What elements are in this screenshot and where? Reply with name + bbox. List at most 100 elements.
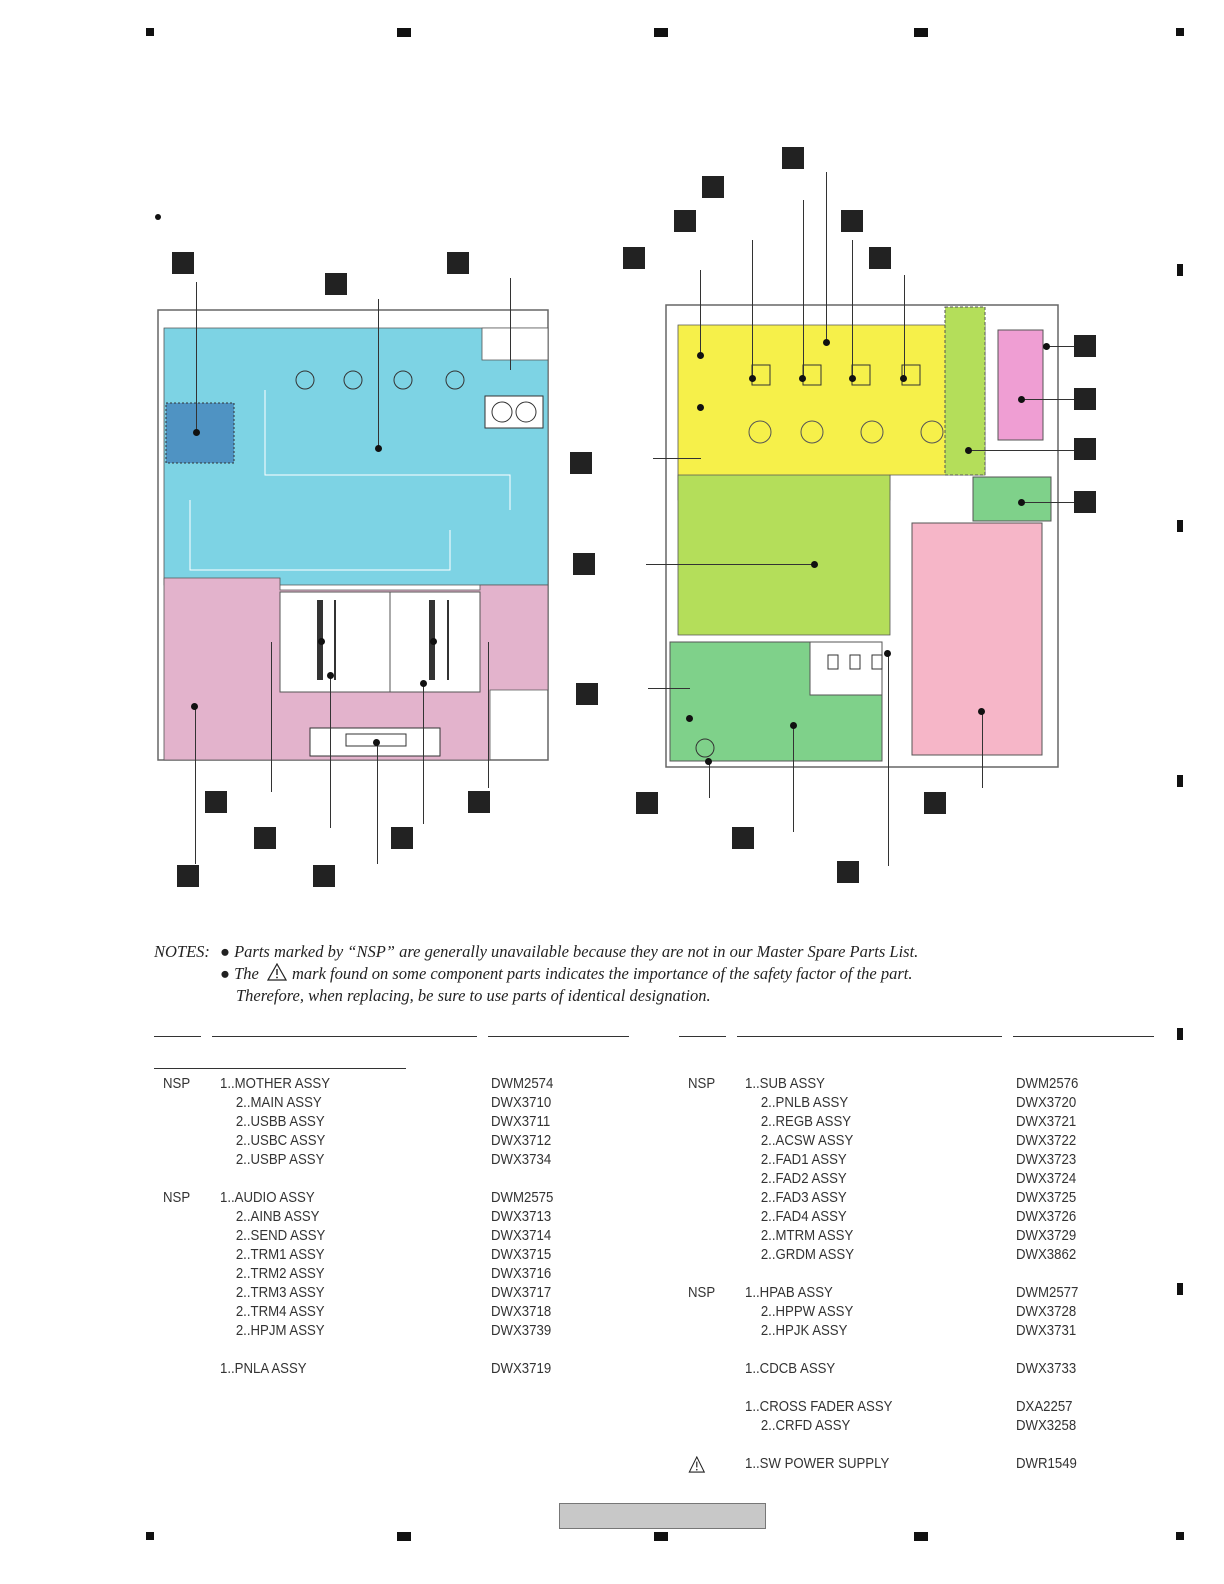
leader-line <box>330 676 331 828</box>
part-name: 2..HPPW ASSY <box>760 1303 854 1320</box>
leader-line <box>888 654 889 866</box>
leader-line <box>488 642 489 788</box>
part-number: DWX3725 <box>1016 1189 1077 1206</box>
part-mark <box>688 1397 723 1416</box>
leader-dot <box>1018 499 1025 506</box>
part-name: 2..GRDM ASSY <box>760 1246 855 1263</box>
part-mark <box>163 1150 198 1169</box>
leader-dot <box>193 429 200 436</box>
callout-box <box>570 452 592 474</box>
leader-dot <box>686 715 693 722</box>
part-name: 2..AINB ASSY <box>235 1208 320 1225</box>
part-mark <box>688 1416 723 1435</box>
part-mark: NSP <box>688 1075 716 1092</box>
part-number: DWM2577 <box>1016 1284 1079 1301</box>
table-rule <box>154 1036 201 1037</box>
leader-line <box>423 684 424 824</box>
registration-mark <box>397 28 411 37</box>
part-number: DWM2574 <box>491 1075 554 1092</box>
part-mark <box>688 1245 723 1264</box>
leader-line <box>826 172 827 342</box>
caution-triangle-icon <box>688 1455 706 1473</box>
leader-line <box>700 270 701 355</box>
leader-dot <box>375 445 382 452</box>
part-number: DWX3862 <box>1016 1246 1077 1263</box>
registration-mark <box>146 1532 154 1540</box>
part-number: DWX3713 <box>491 1208 552 1225</box>
leader-dot <box>884 650 891 657</box>
part-name: 2..FAD1 ASSY <box>760 1151 847 1168</box>
callout-box <box>172 252 194 274</box>
part-number: DWX3729 <box>1016 1227 1077 1244</box>
callout-box <box>447 252 469 274</box>
bullet-dot <box>155 214 161 220</box>
part-number: DWX3731 <box>1016 1322 1077 1339</box>
part-name: 1..PNLA ASSY <box>220 1360 307 1377</box>
part-name: 2..USBC ASSY <box>235 1132 326 1149</box>
part-number: DWX3722 <box>1016 1132 1077 1149</box>
leader-dot <box>1043 343 1050 350</box>
notes-block: NOTES: ● Parts marked by “NSP” are gener… <box>154 941 1054 1011</box>
part-number: DWX3739 <box>491 1322 552 1339</box>
left-pcb-diagram <box>157 309 549 761</box>
part-name: 2..REGB ASSY <box>760 1113 852 1130</box>
notes-line-1: ● Parts marked by “NSP” are generally un… <box>220 942 919 961</box>
part-name: 2..FAD4 ASSY <box>760 1208 847 1225</box>
part-mark <box>688 1131 723 1150</box>
part-mark <box>163 1302 198 1321</box>
row-gap <box>745 1340 974 1359</box>
part-name: 2..MAIN ASSY <box>235 1094 322 1111</box>
leader-line <box>709 762 710 798</box>
leader-line <box>377 740 378 864</box>
leader-dot <box>965 447 972 454</box>
part-name: 2..PNLB ASSY <box>760 1094 849 1111</box>
leader-dot <box>823 339 830 346</box>
callout-box <box>837 861 859 883</box>
part-mark <box>688 1112 723 1131</box>
notes-line-3: Therefore, when replacing, be sure to us… <box>236 986 711 1005</box>
registration-mark <box>146 28 154 36</box>
table-rule <box>737 1036 1002 1037</box>
side-tick <box>1177 1028 1183 1040</box>
leader-line <box>970 450 1074 451</box>
leader-dot <box>373 739 380 746</box>
part-mark <box>688 1093 723 1112</box>
part-mark <box>163 1264 198 1283</box>
table-rule <box>488 1036 629 1037</box>
notes-line-2-start: ● The <box>220 964 259 983</box>
part-mark <box>688 1321 723 1340</box>
leader-dot <box>849 375 856 382</box>
part-number: DWX3714 <box>491 1227 552 1244</box>
leader-line <box>510 278 511 370</box>
part-number: DWX3712 <box>491 1132 552 1149</box>
callout-box <box>674 210 696 232</box>
part-mark <box>688 1226 723 1245</box>
callout-box <box>732 827 754 849</box>
part-number: DWX3720 <box>1016 1094 1077 1111</box>
row-gap <box>163 1169 198 1188</box>
part-number: DWX3734 <box>491 1151 552 1168</box>
leader-dot <box>430 638 437 645</box>
part-name: 2..USBB ASSY <box>235 1113 325 1130</box>
part-name: 1..AUDIO ASSY <box>220 1189 315 1206</box>
row-gap <box>745 1435 974 1454</box>
row-gap <box>491 1340 597 1359</box>
leader-line <box>904 275 905 380</box>
part-number: DWR1549 <box>1016 1455 1077 1472</box>
part-name: 2..SEND ASSY <box>235 1227 326 1244</box>
row-gap <box>745 1264 974 1283</box>
side-tick <box>1177 520 1183 532</box>
leader-line <box>648 688 690 689</box>
leader-dot <box>327 672 334 679</box>
callout-box <box>573 553 595 575</box>
part-name: 2..TRM3 ASSY <box>235 1284 325 1301</box>
callout-box <box>468 791 490 813</box>
row-gap <box>1016 1340 1122 1359</box>
row-gap <box>688 1340 723 1359</box>
table-rule <box>679 1036 726 1037</box>
part-mark <box>163 1245 198 1264</box>
caution-triangle-icon <box>267 963 287 981</box>
table-rule <box>154 1068 406 1069</box>
part-name: 1..SUB ASSY <box>745 1075 825 1092</box>
